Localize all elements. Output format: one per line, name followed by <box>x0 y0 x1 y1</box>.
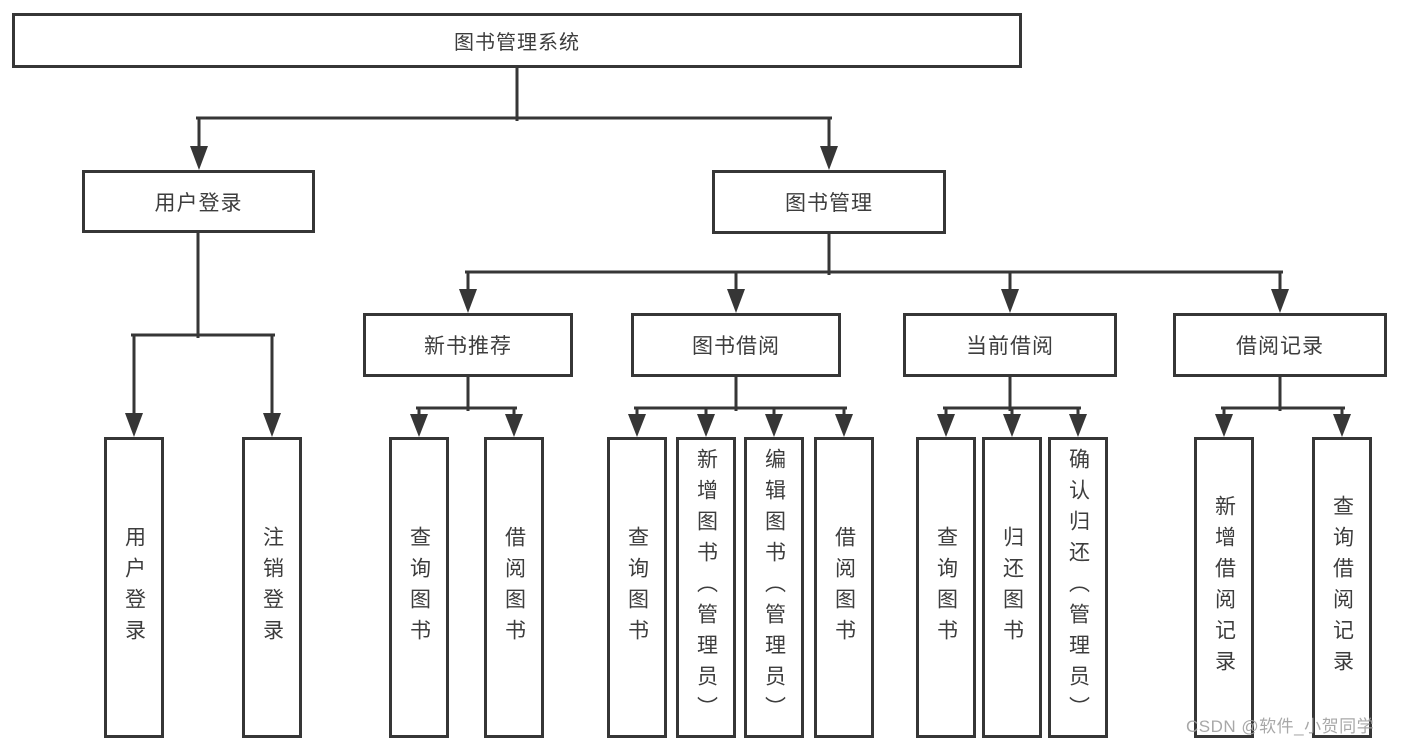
leaf-confirm-return-admin: 确认归还（管理员） <box>1048 437 1108 738</box>
leaf-return-books: 归还图书 <box>982 437 1042 738</box>
leaf-label: 确认归还（管理员） <box>1066 448 1090 727</box>
leaf-label: 查询图书 <box>407 525 431 650</box>
node-borrow-records: 借阅记录 <box>1173 313 1387 377</box>
watermark: CSDN @软件_小贺同学 <box>1186 717 1375 736</box>
leaf-add-borrow-record: 新增借阅记录 <box>1194 437 1254 738</box>
leaf-label: 新增图书（管理员） <box>694 448 718 727</box>
leaf-query-books-current: 查询图书 <box>916 437 976 738</box>
node-book-management-branch: 图书管理 <box>712 170 946 234</box>
leaf-query-borrow-record: 查询借阅记录 <box>1312 437 1372 738</box>
node-new-book-recommend: 新书推荐 <box>363 313 573 377</box>
leaf-edit-books-admin: 编辑图书（管理员） <box>744 437 804 738</box>
leaf-query-books-recommend: 查询图书 <box>389 437 449 738</box>
node-book-borrow: 图书借阅 <box>631 313 841 377</box>
leaf-label: 查询图书 <box>625 525 649 650</box>
leaf-label: 用户登录 <box>122 525 146 650</box>
leaf-label: 查询借阅记录 <box>1330 494 1354 681</box>
leaf-logout-login: 注销登录 <box>242 437 302 738</box>
node-current-borrow: 当前借阅 <box>903 313 1117 377</box>
node-user-login-branch: 用户登录 <box>82 170 315 233</box>
leaf-query-books-borrow: 查询图书 <box>607 437 667 738</box>
leaf-user-login: 用户登录 <box>104 437 164 738</box>
node-library-system: 图书管理系统 <box>12 13 1022 68</box>
leaf-borrow-books: 借阅图书 <box>814 437 874 738</box>
leaf-label: 编辑图书（管理员） <box>762 448 786 727</box>
leaf-add-books-admin: 新增图书（管理员） <box>676 437 736 738</box>
leaf-label: 归还图书 <box>1000 525 1024 650</box>
leaf-label: 注销登录 <box>260 525 284 650</box>
leaf-label: 借阅图书 <box>832 525 856 650</box>
leaf-label: 新增借阅记录 <box>1212 494 1236 681</box>
leaf-label: 查询图书 <box>934 525 958 650</box>
leaf-borrow-books-recommend: 借阅图书 <box>484 437 544 738</box>
leaf-label: 借阅图书 <box>502 525 526 650</box>
